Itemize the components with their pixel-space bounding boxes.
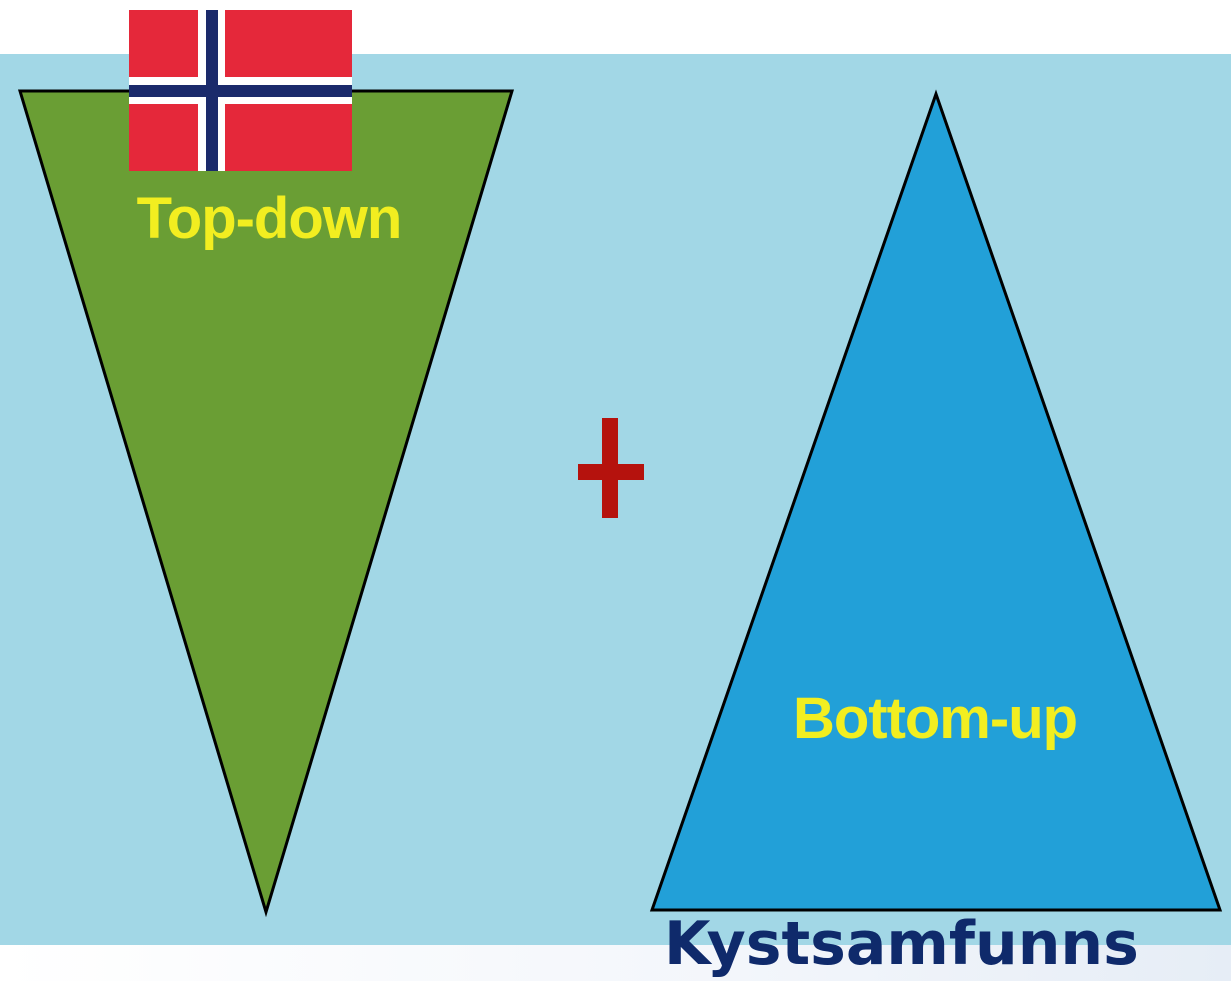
flag-cross-blue-horizontal <box>129 85 352 97</box>
plus-icon-horizontal-bar <box>578 464 644 480</box>
norway-flag-icon <box>129 10 352 171</box>
top-down-label: Top-down <box>136 186 403 251</box>
bottom-up-label: Bottom-up <box>792 686 1078 751</box>
bottom-up-triangle <box>649 89 1223 912</box>
footer-title: Kystsamfunns <box>664 909 1139 979</box>
footer-strip <box>0 945 1231 981</box>
plus-icon <box>578 418 644 518</box>
